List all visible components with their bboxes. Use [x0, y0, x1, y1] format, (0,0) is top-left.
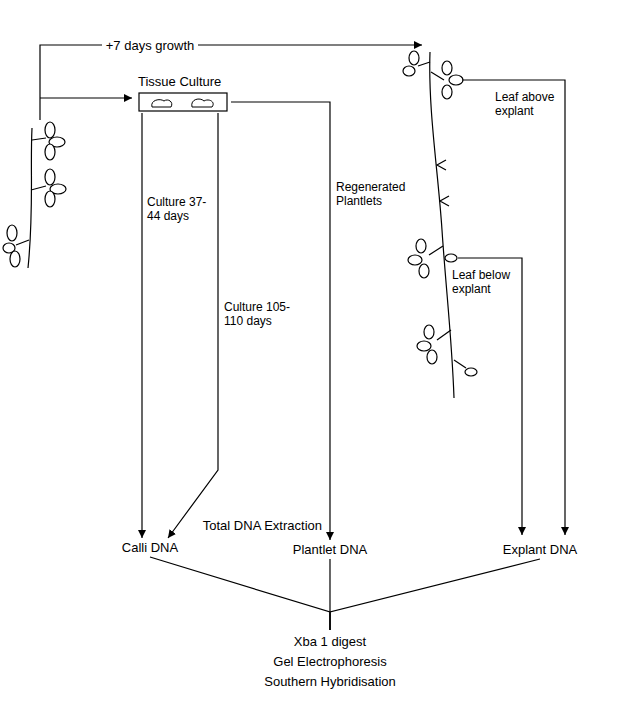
leaf-stalk	[454, 360, 466, 368]
leaf	[403, 66, 415, 76]
callus-blob	[192, 99, 213, 107]
analysis-steps: Xba 1 digestGel ElectrophoresisSouthern …	[261, 630, 399, 694]
leaf	[45, 191, 55, 207]
leaf-label: Leaf below explant	[452, 268, 516, 296]
leaf	[45, 169, 55, 185]
leaf	[10, 251, 20, 267]
node-text: Plantlet DNA	[293, 542, 367, 557]
leaf-stalk	[16, 240, 29, 245]
flow-connector	[150, 557, 330, 630]
dna-sample: Plantlet DNA	[290, 540, 370, 559]
growth-bracket	[40, 45, 422, 120]
dna-sample: Explant DNA	[500, 540, 580, 559]
edge-label: Culture 37-44 days	[147, 195, 213, 223]
leaf-stalk	[437, 330, 451, 340]
leaf	[424, 325, 434, 339]
leaf	[408, 255, 422, 265]
leaf	[465, 368, 477, 376]
growth-label: +7 days growth	[102, 38, 199, 53]
flow-connector	[168, 113, 218, 538]
growth-line	[40, 45, 422, 120]
leaf	[449, 75, 463, 85]
seedling-plant	[3, 122, 66, 268]
leaf-stalk	[418, 62, 430, 66]
petri-dish	[138, 92, 228, 112]
leaf	[45, 122, 55, 138]
leaf-stalk	[32, 138, 46, 140]
to-culture-line	[40, 97, 132, 98]
node-text: Gel Electrophoresis	[264, 652, 396, 672]
node-text: Tissue Culture	[138, 74, 228, 89]
leaf	[419, 264, 429, 278]
leaf-stalk	[429, 246, 443, 255]
leaf-below-line	[458, 258, 522, 535]
leaf-stalk	[31, 186, 46, 190]
flow-connector	[330, 559, 540, 630]
flow-connector	[141, 113, 142, 538]
explant-mark	[440, 196, 449, 206]
leaf	[409, 51, 419, 65]
leaf	[417, 341, 431, 351]
dna-sample: Calli DNA	[119, 538, 181, 557]
edge-label: Regenerated Plantlets	[336, 180, 416, 208]
edge-label: Culture 105-110 days	[224, 300, 302, 328]
leaf	[7, 225, 17, 241]
dish-outline	[139, 93, 227, 111]
leaf-sample-lines	[458, 80, 565, 535]
grown-plant	[403, 51, 477, 398]
plant-stem	[28, 128, 32, 268]
explant-mark	[437, 160, 446, 170]
leaf-above-line	[462, 80, 565, 535]
leaf	[416, 239, 426, 253]
leaf-label: Leaf above explant	[495, 90, 559, 118]
node-text: Xba 1 digest	[264, 632, 396, 652]
leaf	[445, 254, 457, 262]
node-text: Calli DNA	[122, 540, 178, 555]
leaf	[45, 144, 55, 160]
node-text: Explant DNA	[503, 542, 577, 557]
culture-dish: Tissue Culture	[135, 72, 231, 114]
leaf-stalk	[431, 72, 444, 80]
leaf	[442, 61, 452, 75]
callus-blob	[152, 100, 172, 107]
leaf	[427, 350, 437, 364]
step-label: Total DNA Extraction	[203, 518, 322, 533]
node-text: Southern Hybridisation	[264, 672, 396, 692]
plant-stem	[430, 52, 454, 398]
leaf	[442, 85, 452, 99]
